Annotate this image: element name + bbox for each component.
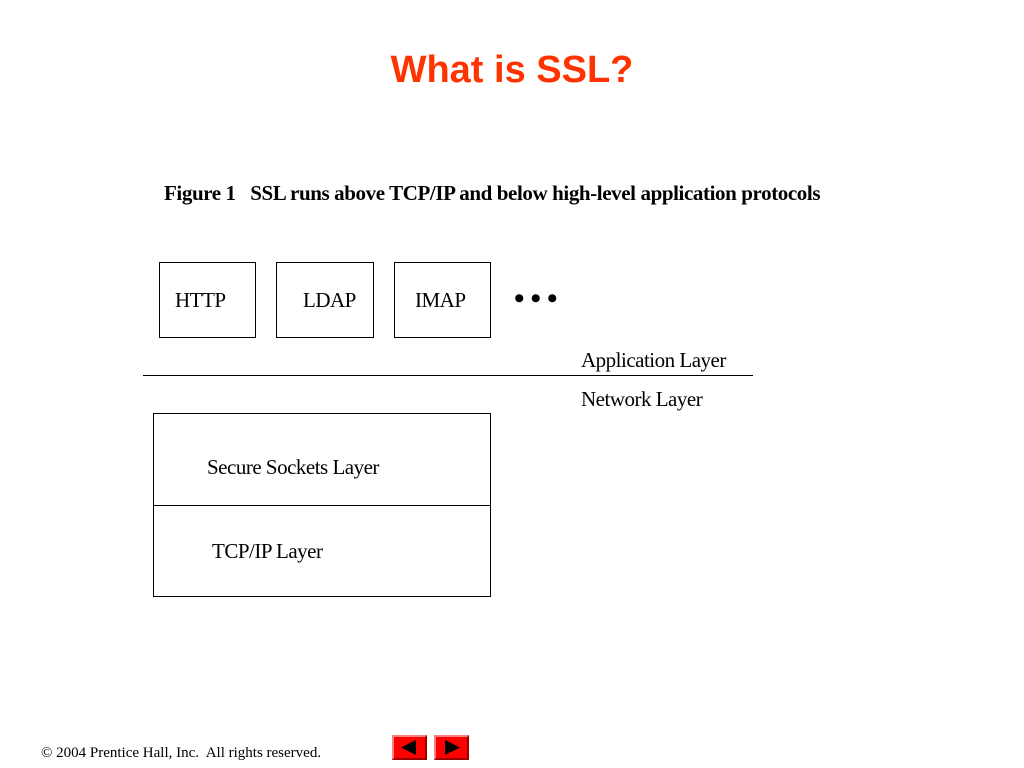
triangle-left-icon [401, 740, 416, 755]
ssl-layer-label: Secure Sockets Layer [207, 455, 379, 479]
layer-boundary-line [143, 375, 753, 376]
figure-caption: Figure 1 SSL runs above TCP/IP and below… [164, 181, 821, 205]
protocol-label-http: HTTP [175, 288, 226, 312]
protocol-label-imap: IMAP [415, 288, 466, 312]
next-slide-button[interactable] [434, 735, 469, 760]
protocol-box-imap: IMAP [394, 262, 491, 338]
previous-slide-button[interactable] [392, 735, 427, 760]
protocol-box-http: HTTP [159, 262, 256, 338]
protocol-label-ldap: LDAP [303, 288, 356, 312]
application-layer-label: Application Layer [581, 348, 726, 372]
stack-divider [154, 505, 490, 506]
network-layer-label: Network Layer [581, 387, 703, 411]
triangle-right-icon [445, 740, 460, 755]
copyright-footer: © 2004 Prentice Hall, Inc. All rights re… [41, 745, 322, 761]
slide-title: What is SSL? [390, 49, 634, 91]
protocol-box-ldap: LDAP [276, 262, 374, 338]
tcpip-layer-label: TCP/IP Layer [212, 539, 323, 563]
network-stack-box: Secure Sockets Layer TCP/IP Layer [153, 413, 491, 597]
more-protocols-ellipsis: ••• [514, 282, 564, 315]
